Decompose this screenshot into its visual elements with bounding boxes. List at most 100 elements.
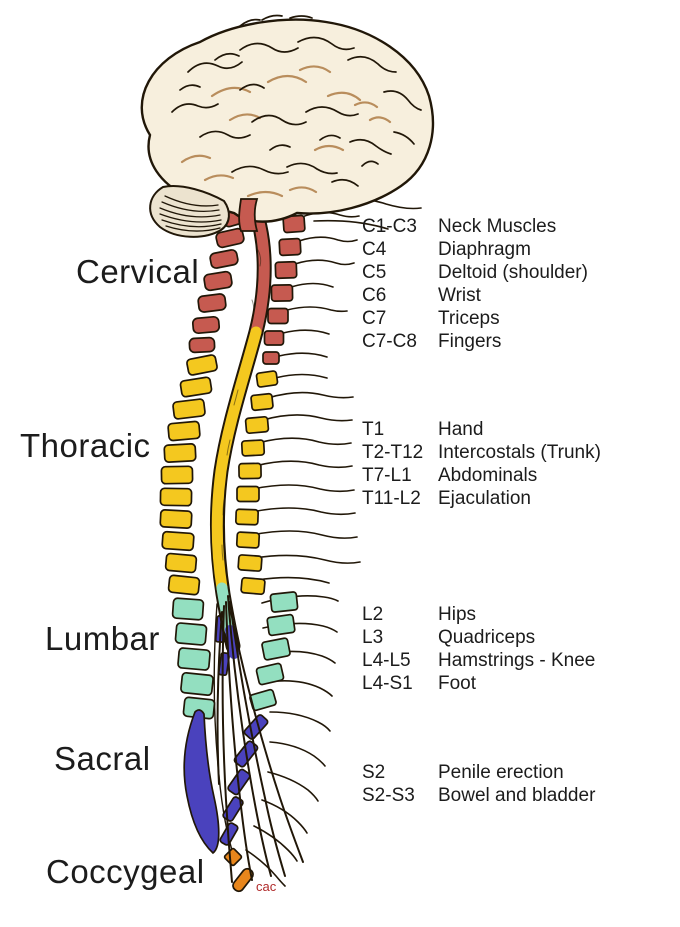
segment-code: L4-S1	[362, 673, 413, 694]
segment-code: T11-L2	[362, 488, 421, 509]
segment-code: L4-L5	[362, 650, 411, 671]
vertebra	[159, 509, 193, 529]
cac-annotation: cac	[256, 879, 277, 894]
vertebra	[266, 613, 296, 637]
vertebra	[160, 465, 194, 485]
segment-code: L3	[362, 627, 384, 648]
thoracic-vertebrae	[159, 354, 279, 596]
segment-function: Hips	[438, 604, 477, 625]
segment-function: Diaphragm	[438, 239, 531, 260]
region-label-thoracic: Thoracic	[20, 427, 151, 464]
sacral-function-list: S2 Penile erection S2-S3 Bowel and bladder	[362, 761, 595, 807]
function-row: C6 Wrist	[362, 284, 588, 307]
thoracic-nerves	[251, 391, 361, 584]
vertebra	[159, 487, 193, 507]
lumbar-vertebrae	[171, 591, 299, 720]
vertebra	[209, 249, 239, 269]
vertebra	[223, 847, 243, 867]
function-row: T2-T12 Intercostals (Trunk)	[362, 441, 601, 464]
segment-function: Penile erection	[438, 762, 564, 783]
segment-code: C6	[362, 285, 387, 306]
vertebra	[238, 462, 262, 480]
vertebra	[172, 398, 206, 420]
vertebra	[278, 237, 302, 257]
cerebellum-folds	[159, 195, 222, 232]
vertebra	[269, 591, 299, 613]
segment-code: S2-S3	[362, 785, 415, 806]
segment-function: Wrist	[438, 285, 481, 306]
segment-function: Bowel and bladder	[438, 785, 596, 806]
vertebra	[174, 622, 208, 646]
function-row: C4 Diaphragm	[362, 238, 588, 261]
segment-function: Hand	[438, 419, 484, 440]
vertebra	[236, 485, 260, 503]
vertebra	[197, 293, 227, 313]
vertebra	[215, 227, 245, 249]
function-row: L3 Quadriceps	[362, 626, 595, 649]
vertebra	[163, 443, 197, 463]
vertebra	[177, 647, 211, 671]
segment-code: T2-T12	[362, 442, 424, 463]
segment-function: Neck Muscles	[438, 216, 557, 237]
vertebra	[179, 376, 213, 398]
segment-code: C7	[362, 308, 387, 329]
segment-code: S2	[362, 762, 386, 783]
vertebra	[237, 554, 263, 572]
vertebra	[250, 392, 274, 412]
vertebra	[186, 354, 218, 376]
function-row: S2-S3 Bowel and bladder	[362, 784, 595, 807]
brain-gyri-shading	[180, 65, 392, 198]
function-row: L4-L5 Hamstrings - Knee	[362, 649, 595, 672]
segment-function: Foot	[438, 673, 477, 694]
cord-shading-marks	[221, 249, 262, 561]
brain-gyri-lines	[171, 14, 422, 187]
segment-code: C4	[362, 239, 387, 260]
lumbar-function-list: L2 Hips L3 Quadriceps L4-L5 Hamstrings - Kn…	[362, 603, 595, 695]
vertebra	[274, 260, 298, 280]
brainstem	[238, 198, 259, 232]
segment-function: Ejaculation	[438, 488, 531, 509]
vertebra	[235, 531, 261, 549]
segment-function: Deltoid (shoulder)	[438, 262, 588, 283]
function-row: L4-S1 Foot	[362, 672, 595, 695]
vertebra	[261, 637, 291, 661]
segment-function: Quadriceps	[438, 627, 536, 648]
segment-function: Intercostals (Trunk)	[438, 442, 601, 463]
function-row: S2 Penile erection	[362, 761, 595, 784]
segment-code: C5	[362, 262, 387, 283]
region-label-cervical: Cervical	[76, 253, 200, 290]
vertebra	[167, 420, 201, 442]
region-label-coccygeal: Coccygeal	[46, 853, 205, 890]
lumbosacral-nerves	[245, 595, 339, 887]
function-row: T7-L1 Abdominals	[362, 464, 601, 487]
vertebral-column	[159, 206, 306, 893]
vertebra	[240, 439, 266, 457]
segment-code: T7-L1	[362, 465, 412, 486]
segment-code: L2	[362, 604, 384, 625]
region-label-lumbar: Lumbar	[45, 620, 160, 657]
vertebra	[234, 508, 260, 526]
segment-function: Abdominals	[438, 465, 538, 486]
cervical-nerves	[274, 211, 360, 379]
cord-thoracic-segment	[211, 326, 262, 594]
function-row: L2 Hips	[362, 603, 595, 626]
vertebra	[180, 671, 214, 697]
vertebra	[244, 415, 270, 435]
segment-function: Fingers	[438, 331, 502, 352]
vertebra	[270, 284, 294, 302]
vertebra	[188, 336, 216, 354]
function-row: C7 Triceps	[362, 307, 588, 330]
cauda-equina	[216, 595, 304, 883]
segment-function: Hamstrings - Knee	[438, 650, 596, 671]
vertebra	[267, 307, 289, 325]
vertebra	[240, 576, 266, 596]
segment-function: Triceps	[438, 308, 500, 329]
vertebra	[203, 270, 233, 292]
vertebra	[161, 530, 195, 552]
